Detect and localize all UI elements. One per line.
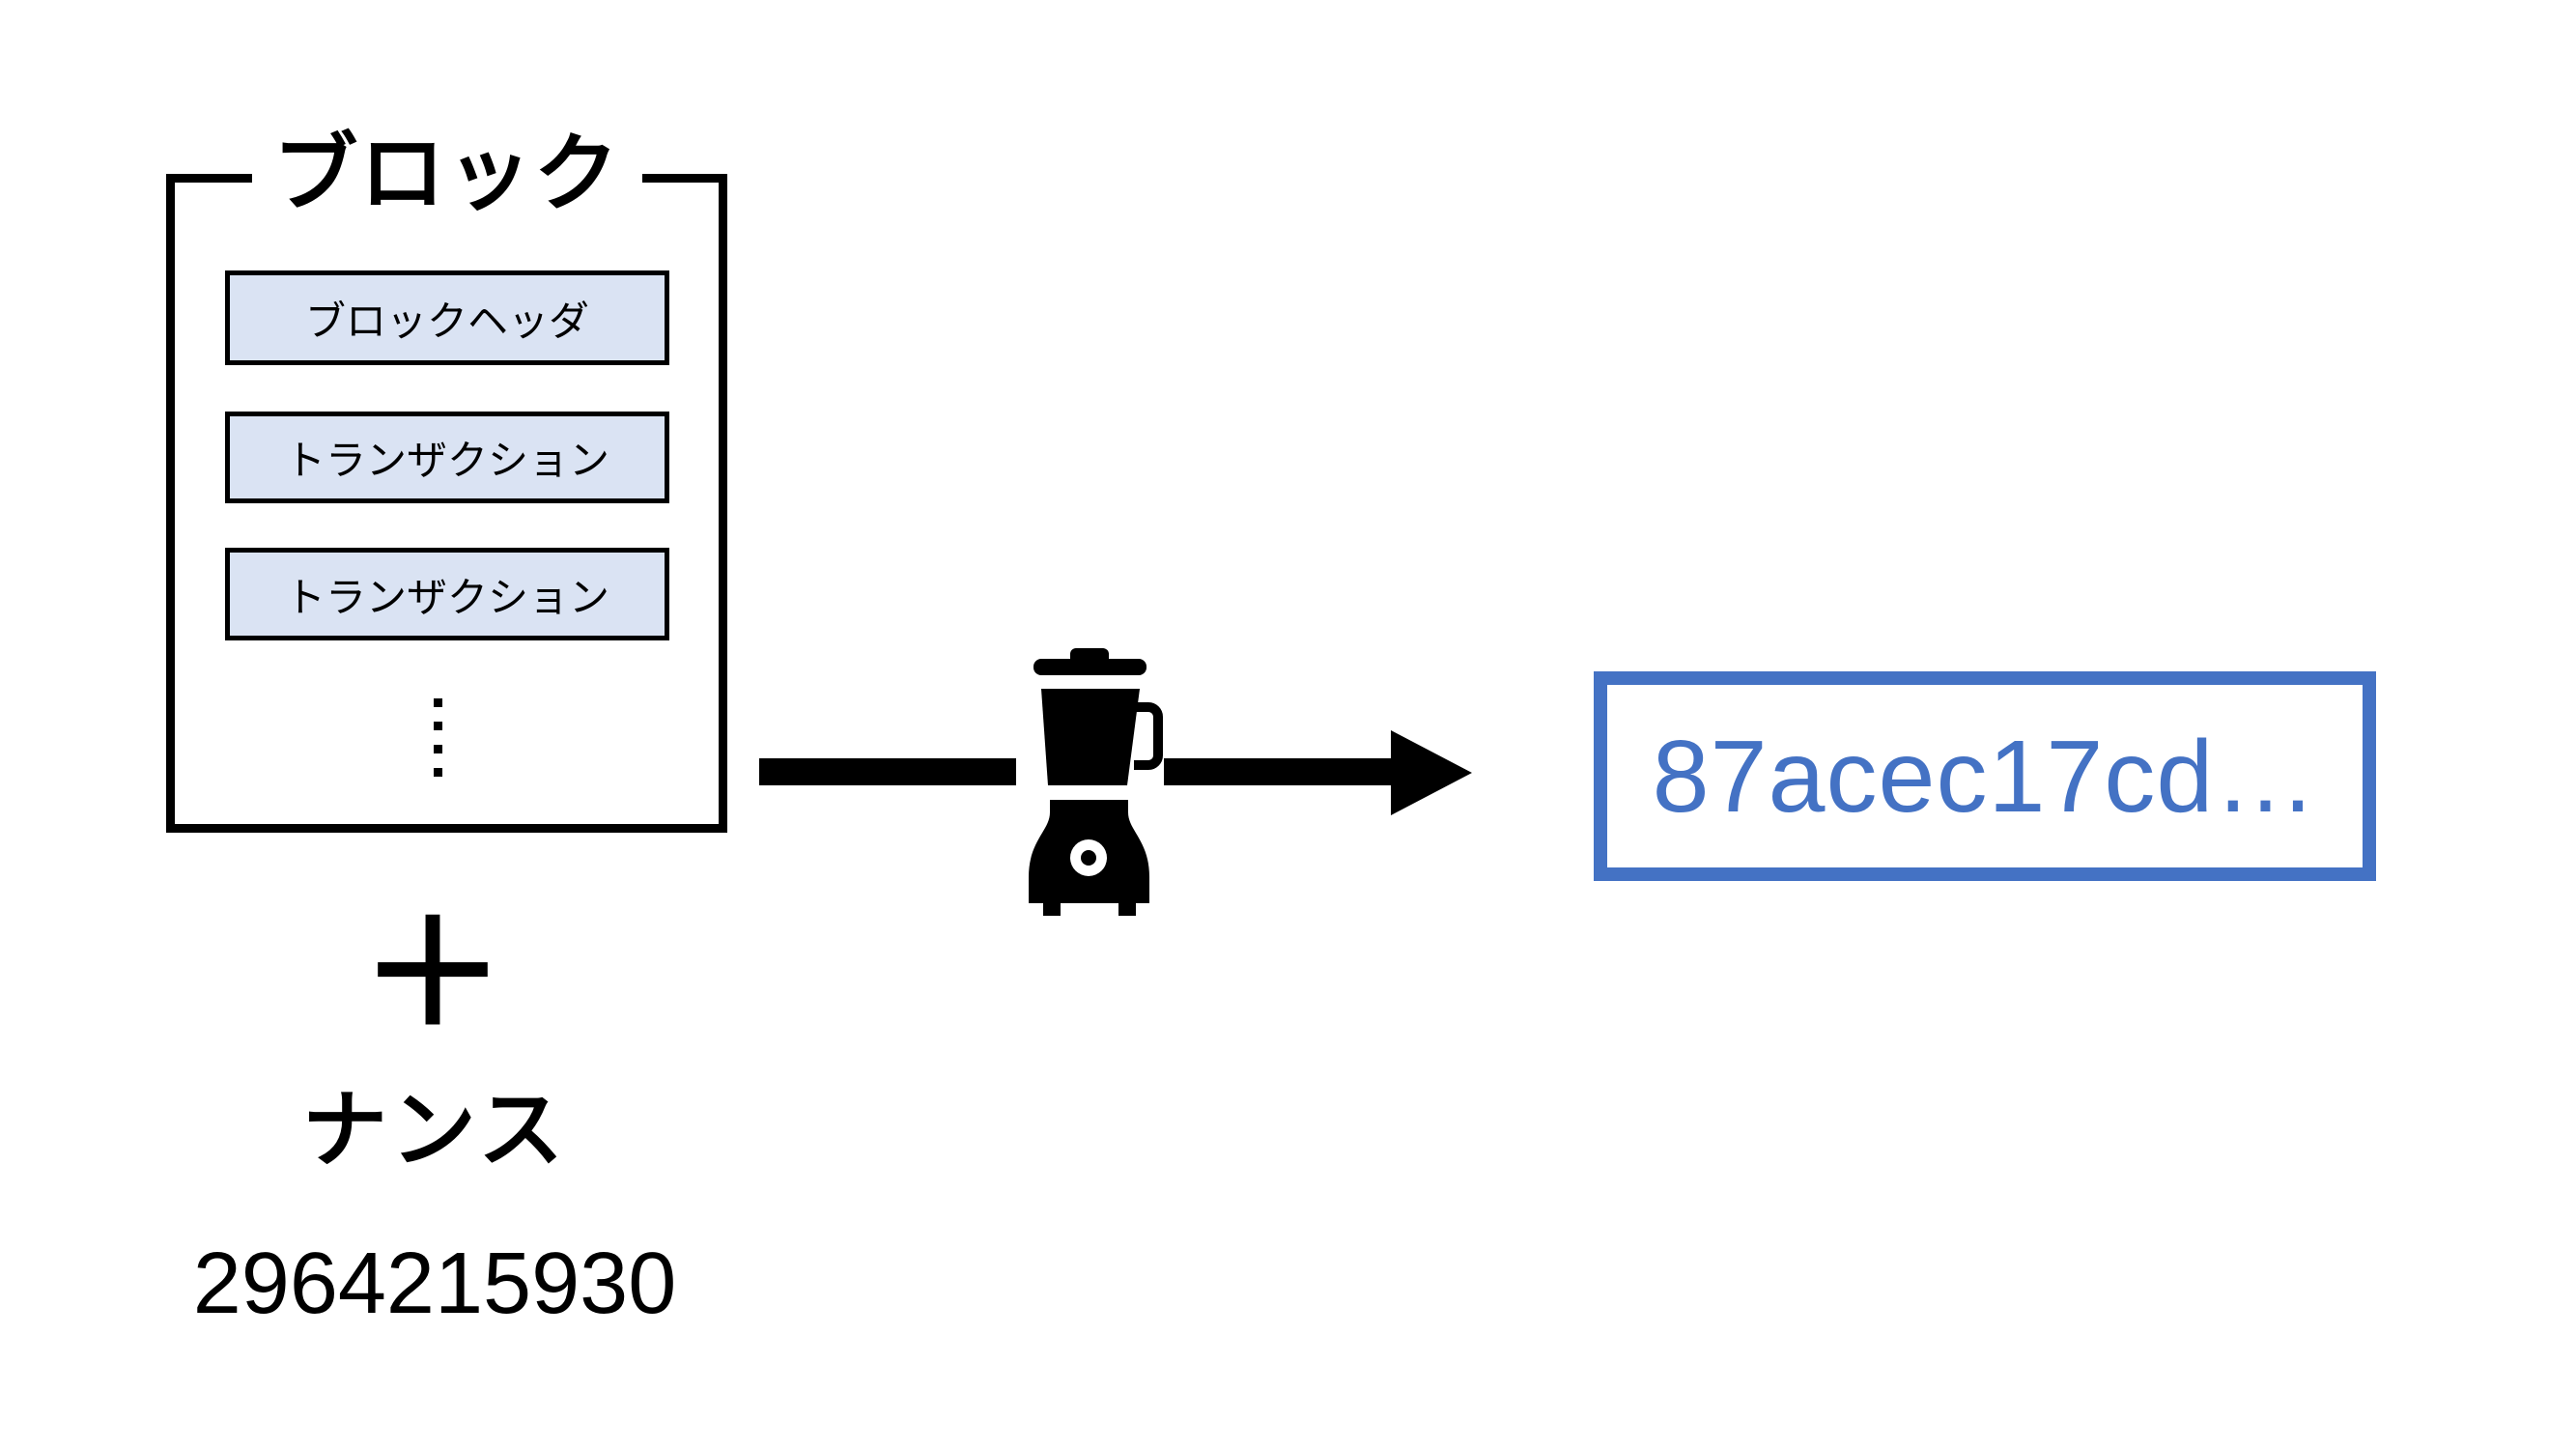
ellipsis-dot	[434, 722, 442, 730]
block-box: ブロック ブロックヘッダ トランザクション トランザクション	[166, 128, 727, 833]
nonce-value: 2964215930	[192, 1236, 677, 1332]
block-title: ブロック	[251, 128, 642, 219]
blender-icon	[1029, 648, 1163, 916]
transaction-cell: トランザクション	[225, 548, 669, 640]
arrow-head-icon	[1391, 730, 1472, 815]
vertical-ellipsis-icon	[434, 698, 442, 777]
hash-output-box: 87acec17cd…	[1594, 671, 2376, 881]
plus-sign: ＋	[359, 893, 505, 1055]
arrow-right-icon	[759, 758, 1016, 785]
ellipsis-dot	[434, 745, 442, 753]
ellipsis-dot	[434, 768, 442, 777]
transaction-label: トランザクション	[284, 438, 609, 483]
hash-output-text: 87acec17cd…	[1652, 719, 2318, 834]
transaction-cell: トランザクション	[225, 412, 669, 503]
block-header-label: ブロックヘッダ	[304, 298, 589, 344]
transaction-label: トランザクション	[284, 574, 609, 620]
arrow-right-icon	[1164, 758, 1393, 785]
nonce-label: ナンス	[301, 1082, 568, 1178]
block-header-cell: ブロックヘッダ	[225, 270, 669, 365]
ellipsis-dot	[434, 698, 442, 707]
